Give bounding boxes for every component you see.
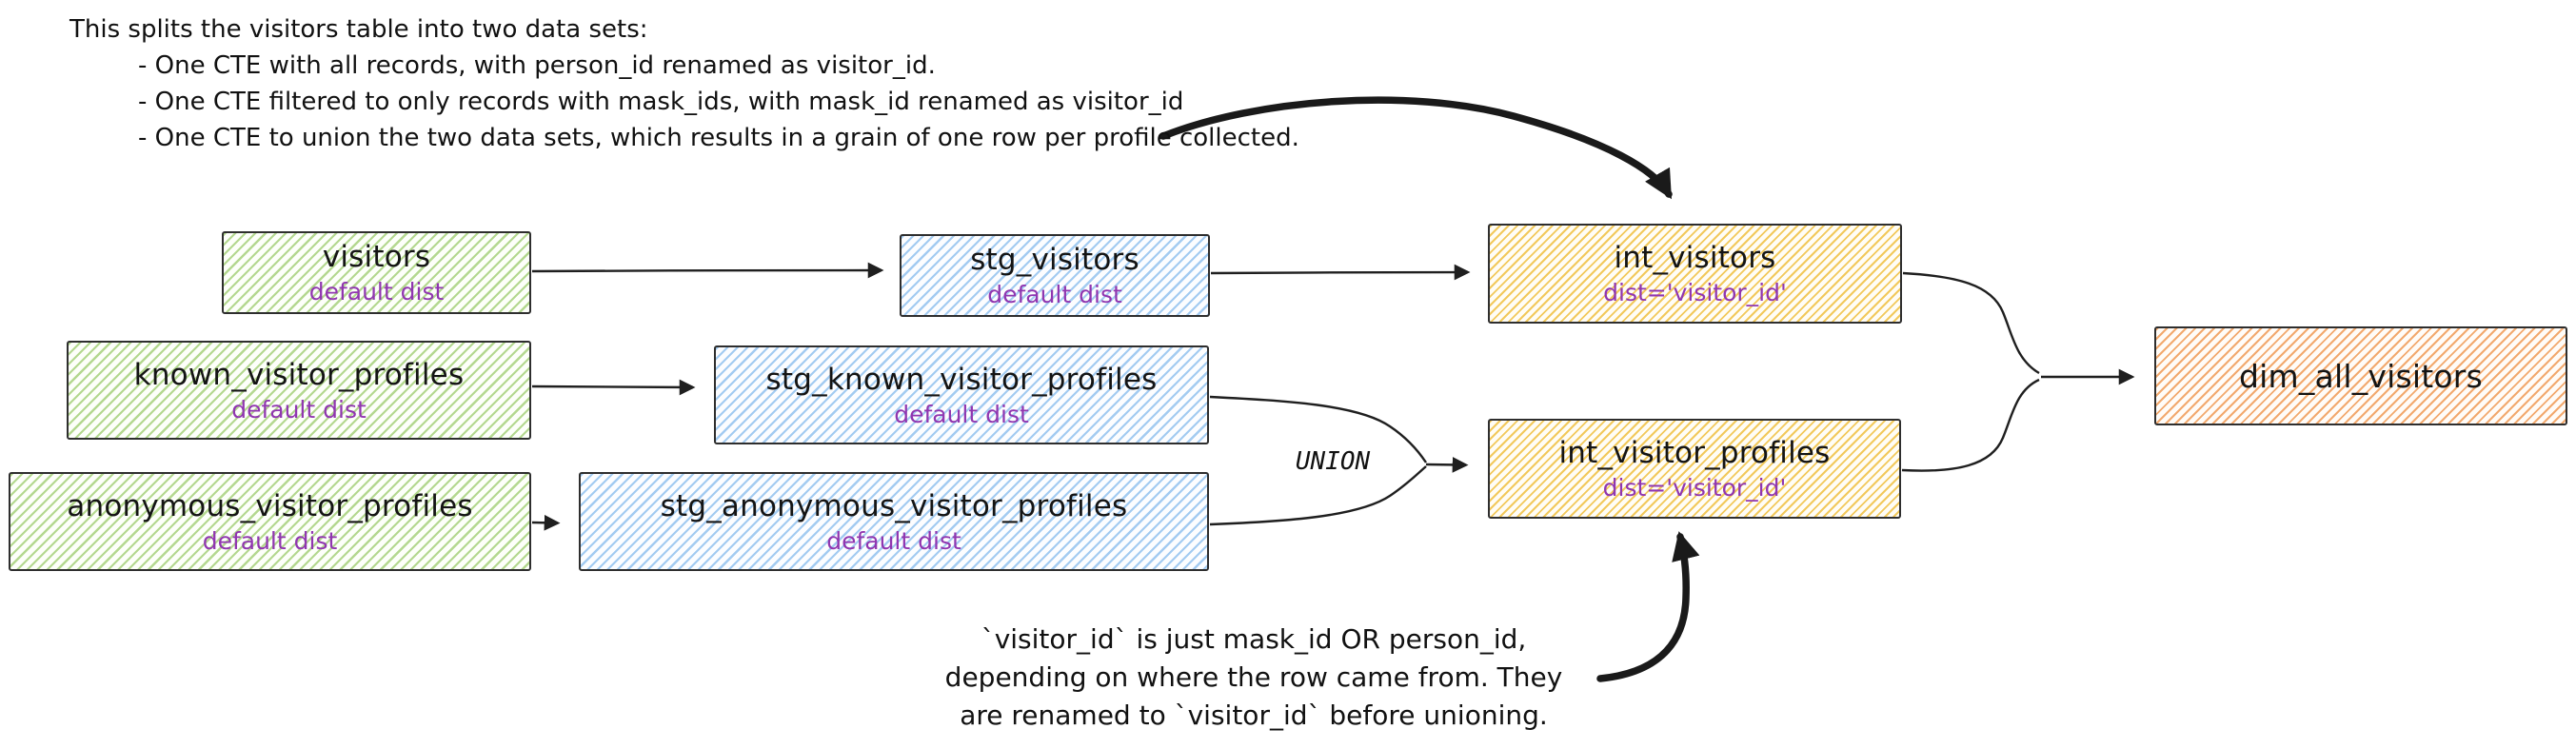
node-int-visitor-profiles-subtitle: dist='visitor_id' [1602, 474, 1787, 502]
node-known-visitor-profiles[interactable]: known_visitor_profiles default dist [67, 341, 531, 440]
node-stg-visitors-title: stg_visitors [970, 243, 1139, 277]
edge-union-to-int-visitor-profiles [1425, 456, 1469, 473]
node-dim-all-visitors[interactable]: dim_all_visitors [2154, 326, 2567, 425]
node-int-visitor-profiles-title: int_visitor_profiles [1558, 436, 1831, 470]
top-note: This splits the visitors table into two … [69, 11, 1299, 156]
node-stg-visitors[interactable]: stg_visitors default dist [900, 234, 1210, 317]
edge-int-visitor-profiles-to-merge [1901, 378, 2040, 472]
top-note-bullet-3: - One CTE to union the two data sets, wh… [138, 124, 1299, 152]
node-anonymous-visitor-profiles-subtitle: default dist [202, 526, 338, 555]
bottom-note-line-1: `visitor_id` is just mask_id OR person_i… [981, 623, 1527, 655]
node-stg-known-visitor-profiles[interactable]: stg_known_visitor_profiles default dist [714, 345, 1209, 444]
node-int-visitors-title: int_visitors [1614, 241, 1776, 275]
node-stg-known-visitor-profiles-title: stg_known_visitor_profiles [765, 362, 1158, 397]
node-int-visitors-subtitle: dist='visitor_id' [1603, 279, 1787, 306]
node-int-visitors[interactable]: int_visitors dist='visitor_id' [1488, 224, 1902, 324]
top-note-bullet-1: - One CTE with all records, with person_… [138, 51, 936, 80]
annotation-arrow-bottom-note-to-int-visitor-profiles [1596, 531, 1700, 682]
node-stg-anonymous-visitor-profiles-subtitle: default dist [826, 526, 961, 555]
node-int-visitor-profiles[interactable]: int_visitor_profiles dist='visitor_id' [1488, 419, 1901, 519]
node-dim-all-visitors-title: dim_all_visitors [2239, 357, 2483, 395]
node-visitors-title: visitors [322, 240, 431, 274]
node-stg-anonymous-visitor-profiles[interactable]: stg_anonymous_visitor_profiles default d… [579, 472, 1209, 571]
bottom-note: `visitor_id` is just mask_id OR person_i… [916, 621, 1592, 735]
top-note-bullet-2: - One CTE filtered to only records with … [138, 88, 1184, 116]
node-anonymous-visitor-profiles[interactable]: anonymous_visitor_profiles default dist [9, 472, 531, 571]
top-note-intro: This splits the visitors table into two … [69, 15, 648, 44]
node-known-visitor-profiles-title: known_visitor_profiles [133, 357, 465, 392]
node-stg-anonymous-visitor-profiles-title: stg_anonymous_visitor_profiles [660, 488, 1128, 523]
edge-int-visitors-to-merge [1902, 271, 2040, 375]
bottom-note-line-3: are renamed to `visitor_id` before union… [960, 700, 1548, 731]
edge-stg-visitors-to-int-visitors [1210, 264, 1471, 281]
edge-anonymous-to-stg-anonymous [531, 514, 561, 531]
node-stg-known-visitor-profiles-subtitle: default dist [894, 400, 1029, 428]
node-visitors[interactable]: visitors default dist [222, 231, 531, 314]
node-visitors-subtitle: default dist [308, 278, 445, 306]
edge-visitors-to-stg-visitors [531, 262, 884, 279]
edge-known-to-stg-known [531, 379, 696, 396]
node-stg-visitors-subtitle: default dist [987, 281, 1122, 308]
node-known-visitor-profiles-subtitle: default dist [231, 395, 367, 424]
bottom-note-line-2: depending on where the row came from. Th… [944, 661, 1563, 693]
union-label: UNION [1295, 447, 1371, 476]
node-anonymous-visitor-profiles-title: anonymous_visitor_profiles [67, 488, 473, 523]
